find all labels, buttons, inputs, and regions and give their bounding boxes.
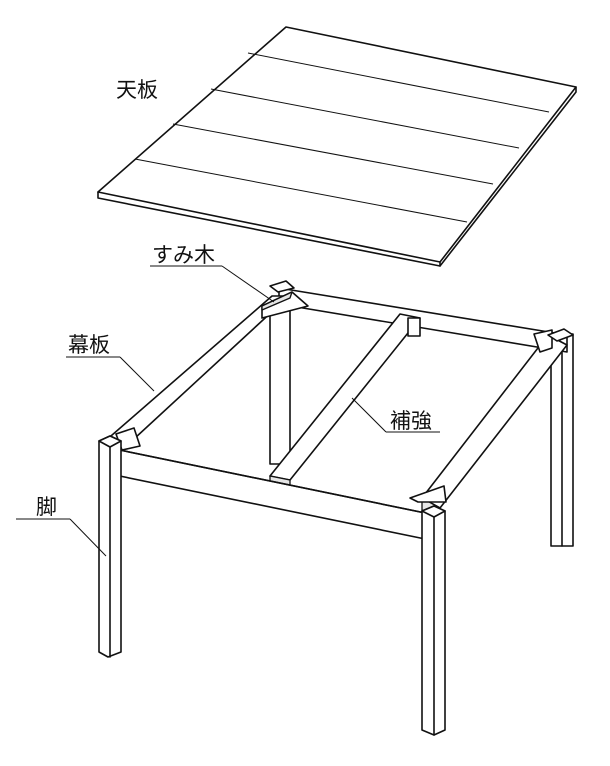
leg-front-right [421, 505, 446, 736]
corner-block-front-right [409, 485, 447, 503]
leg-back-left [269, 305, 291, 465]
label-apron: 幕板 [68, 333, 110, 357]
top-board-seam [134, 158, 468, 223]
leg-back-right [550, 333, 574, 547]
corner-block-back-left [261, 291, 309, 319]
label-brace: 補強 [390, 409, 432, 433]
leg-top-back-left [269, 280, 295, 293]
leg-top-back-right [547, 328, 574, 342]
leader-apron [66, 356, 155, 392]
label-corner-block: すみ木 [152, 243, 215, 267]
top-board-seam [210, 88, 520, 149]
top-board-seam [247, 52, 550, 113]
leg-front-left [98, 435, 122, 658]
label-leg: 脚 [36, 495, 57, 519]
leader-corner-block [150, 265, 275, 303]
leader-leg [16, 518, 107, 557]
leader-brace [351, 397, 440, 433]
brace [269, 313, 421, 491]
label-top-board: 天板 [116, 78, 158, 102]
apron-back [278, 287, 568, 353]
top-board-seam [172, 123, 494, 185]
top-board [97, 26, 577, 267]
